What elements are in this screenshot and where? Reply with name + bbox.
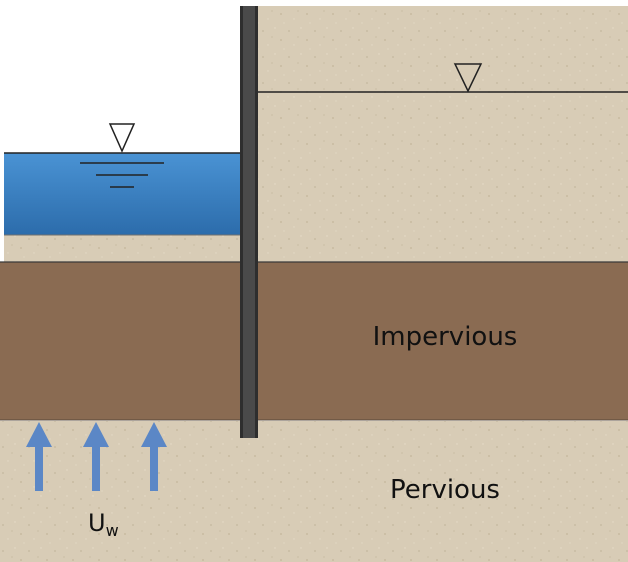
arrow-up-icon — [83, 422, 109, 491]
sheet-pile-wall — [240, 6, 258, 438]
impervious-label: Impervious — [373, 322, 518, 352]
pervious-label: Pervious — [390, 475, 500, 505]
uplift-arrows — [26, 422, 167, 491]
backfill-sand — [258, 6, 628, 262]
water-body — [4, 153, 240, 235]
uplift-subscript: w — [106, 521, 119, 540]
arrow-up-icon — [141, 422, 167, 491]
arrow-up-icon — [26, 422, 52, 491]
sand-strip-left — [4, 234, 240, 262]
water-level-right-icon — [453, 63, 483, 93]
water-level-left-icon — [80, 123, 164, 188]
impervious-layer — [0, 262, 628, 420]
uplift-label: Uw — [88, 509, 119, 540]
uplift-symbol: U — [88, 509, 106, 537]
